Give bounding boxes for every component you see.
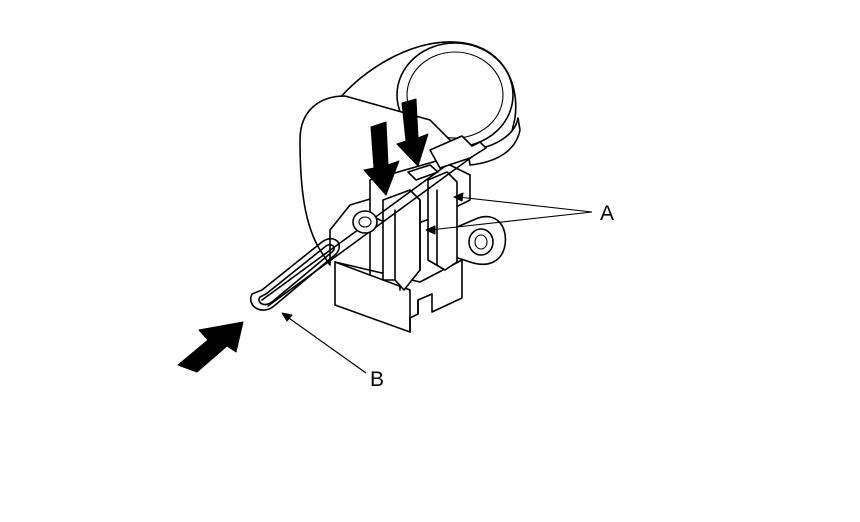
mounting-hole — [468, 228, 494, 256]
terminal-right — [427, 171, 458, 271]
force-arrows — [177, 98, 429, 373]
push-arrow-icon — [177, 321, 244, 373]
rod-washer — [352, 210, 378, 234]
callout-a-label: A — [600, 202, 614, 225]
spring-pin-rod — [261, 135, 487, 307]
callout-b-label: B — [370, 368, 384, 391]
terminal-left — [382, 189, 421, 291]
leader-lines — [281, 192, 593, 374]
down-arrow-right-icon — [396, 98, 429, 167]
wire-loop — [249, 237, 341, 311]
down-arrow-left-icon — [363, 121, 400, 196]
wire-loop-tool — [249, 237, 341, 311]
retaining-clip — [429, 135, 487, 169]
